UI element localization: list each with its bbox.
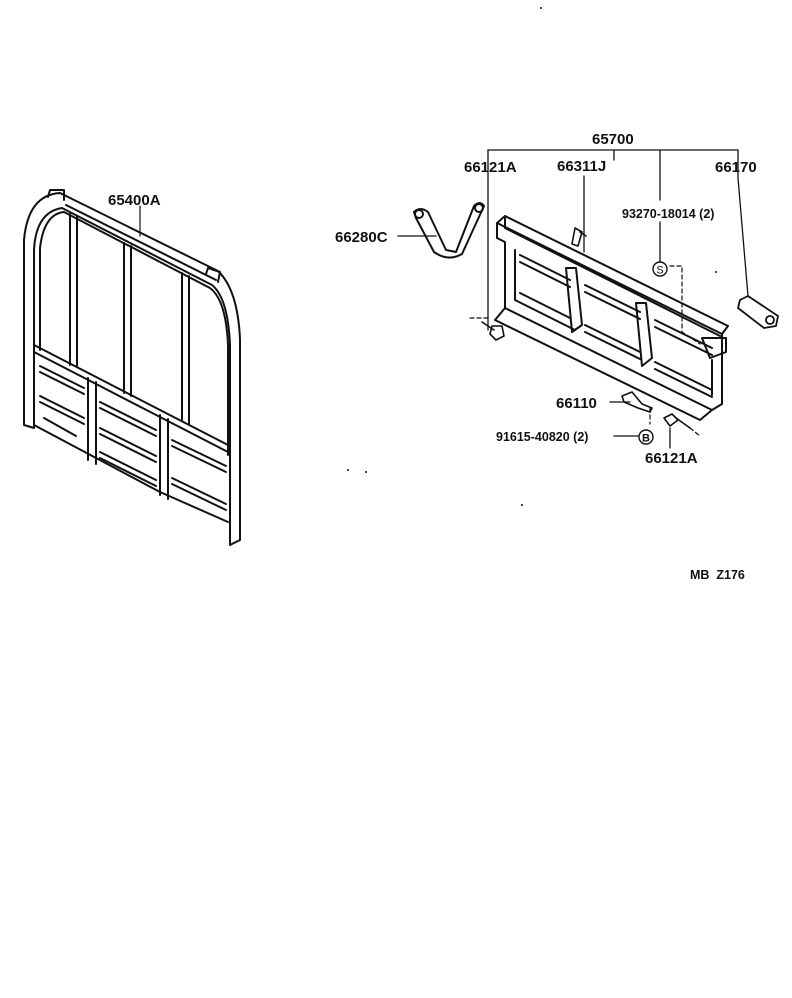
latch-part (571, 227, 587, 247)
bolt-right-part (663, 413, 691, 429)
handle-part (737, 295, 779, 329)
label-bolt-right: 66121A (645, 450, 698, 467)
rear-frame-assembly (23, 189, 241, 546)
label-rear-frame: 65400A (108, 192, 161, 209)
label-pin: 66110 (556, 395, 597, 412)
label-tailgate: 65700 (592, 131, 634, 148)
leader-lines (397, 149, 749, 449)
label-chain: 66280C (335, 229, 388, 246)
tailgate-assembly (494, 215, 729, 421)
b-marker: B (638, 429, 654, 445)
label-washer: 91615-40820 (2) (496, 430, 588, 444)
s-marker: S (652, 261, 668, 277)
label-handle: 66170 (715, 159, 757, 176)
scan-specks (347, 7, 717, 506)
chain-part (413, 202, 485, 259)
label-latch: 66311J (557, 158, 606, 175)
label-bolt-left: 66121A (464, 159, 517, 176)
label-screw: 93270-18014 (2) (622, 207, 714, 221)
pin-part (621, 391, 653, 413)
dashed-leaders (469, 265, 701, 437)
svg-text:S: S (656, 265, 663, 277)
svg-text:B: B (642, 433, 650, 445)
figure-code: MB Z176 (690, 568, 745, 582)
bolt-left-part (481, 321, 505, 341)
